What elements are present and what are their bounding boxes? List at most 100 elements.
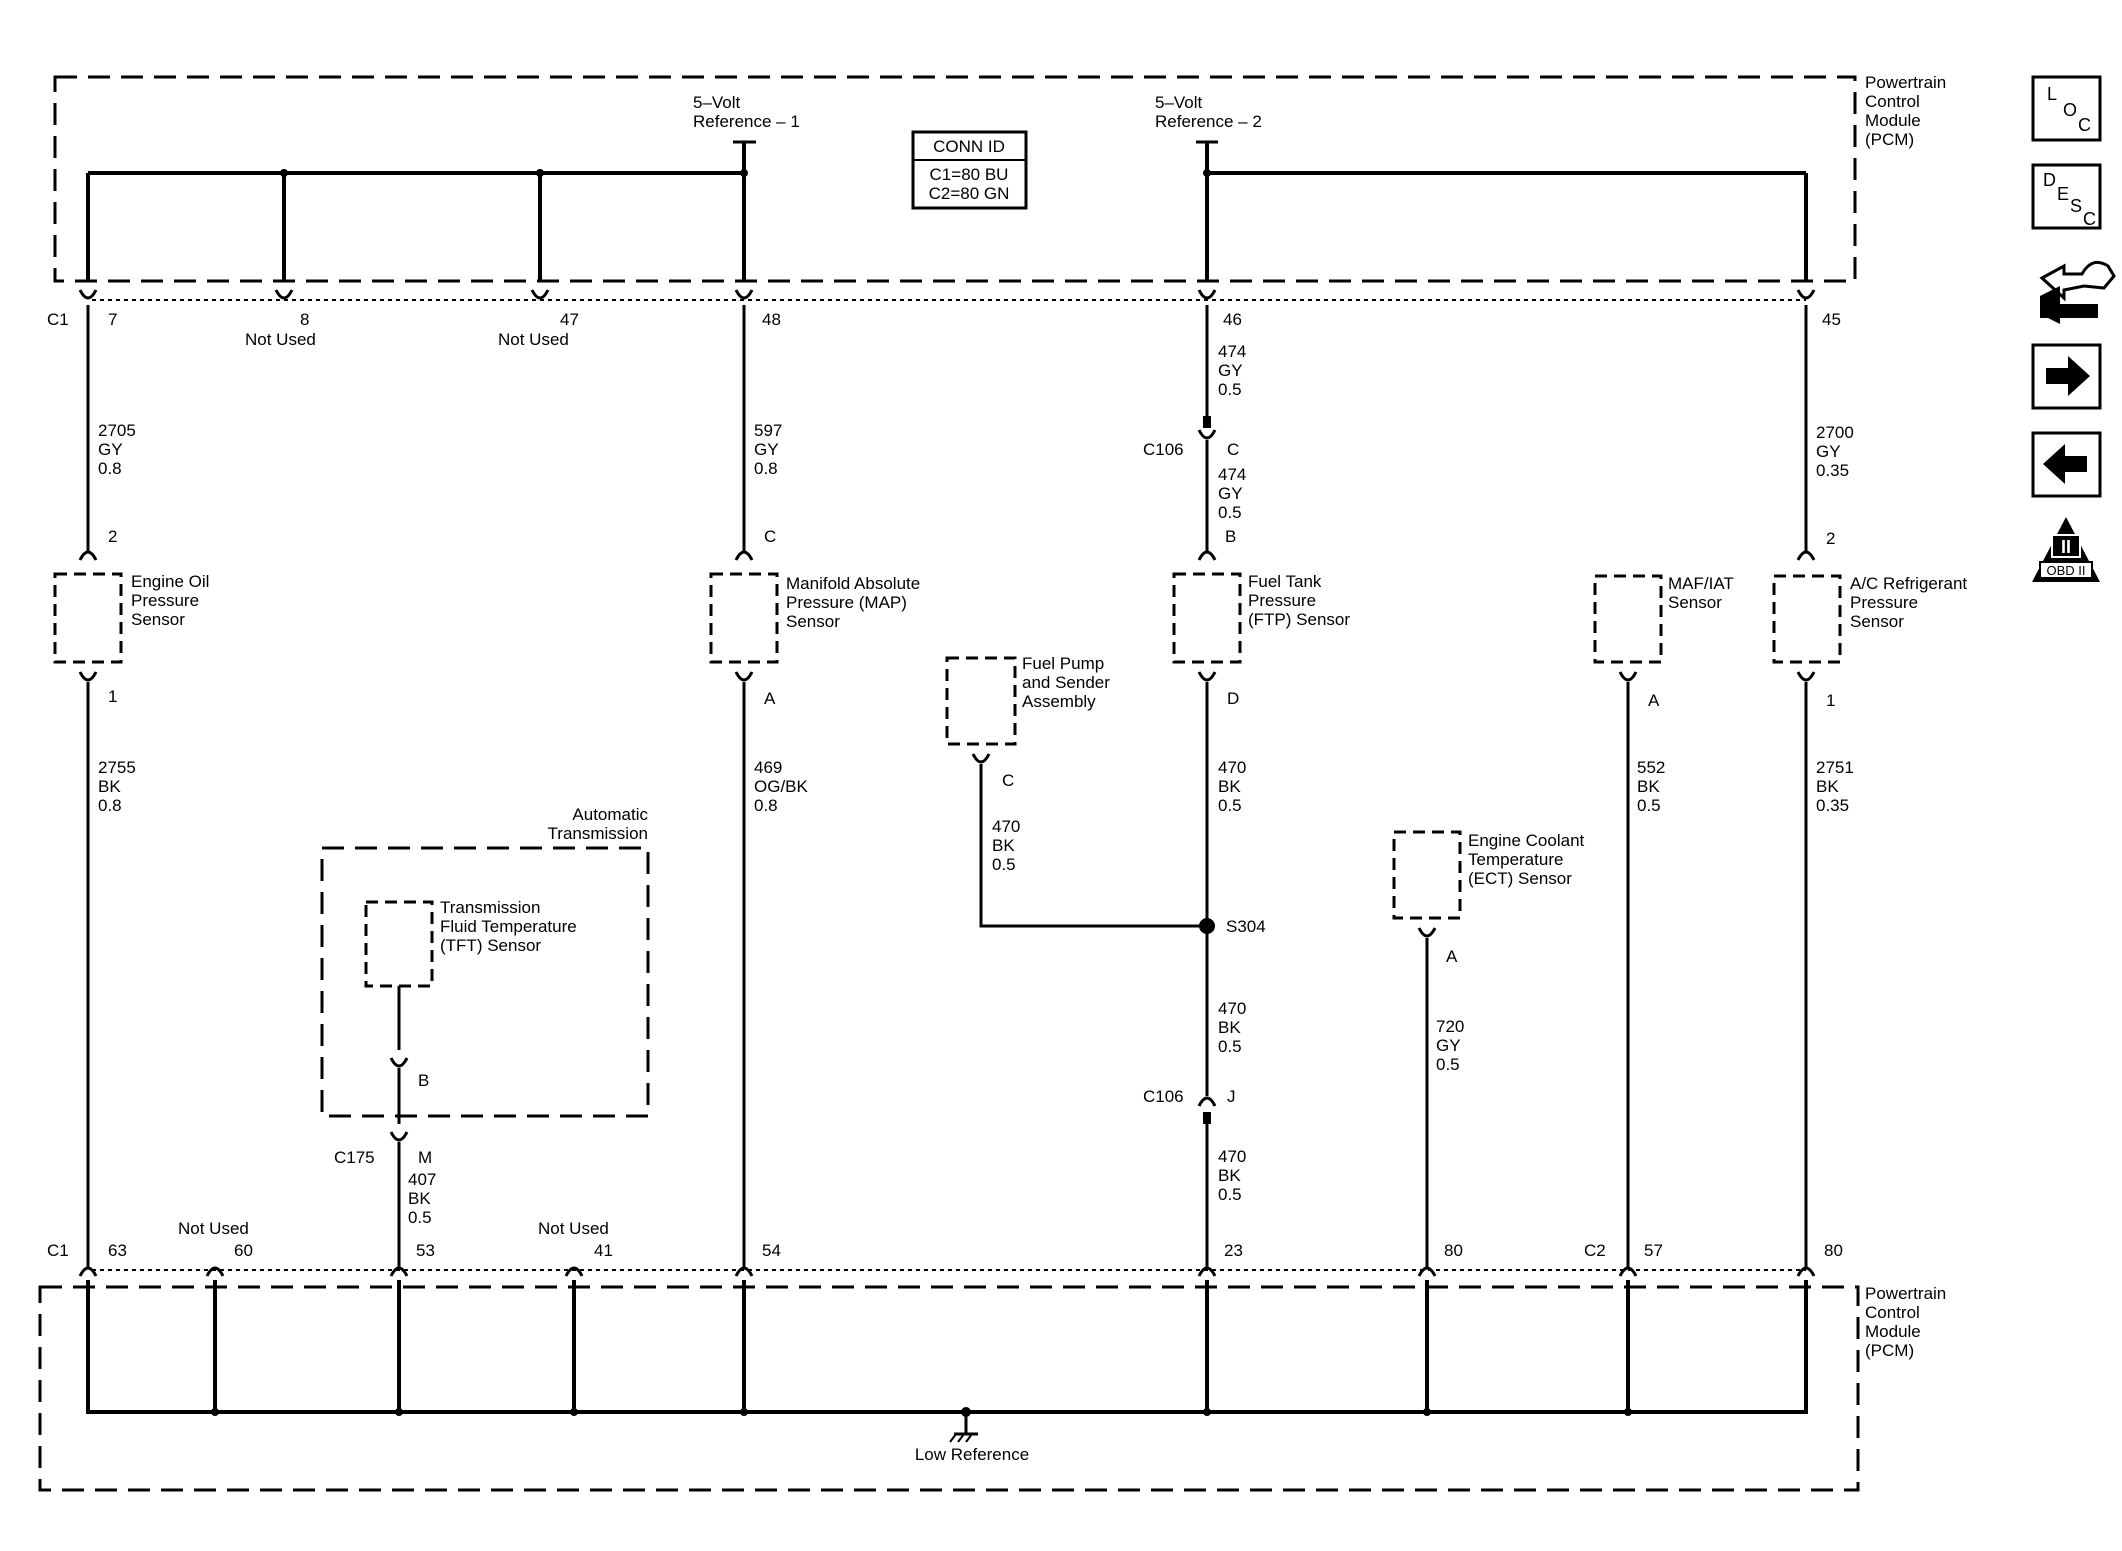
- wire-2705-label: 2705 GY 0.8: [98, 421, 136, 478]
- svg-text:2755: 2755: [98, 758, 136, 777]
- pin-46: 46: [1223, 310, 1242, 329]
- c2-bottom-label: C2: [1584, 1241, 1606, 1260]
- svg-text:BK: BK: [1218, 1166, 1241, 1185]
- svg-text:0.5: 0.5: [1436, 1055, 1460, 1074]
- svg-text:BK: BK: [98, 777, 121, 796]
- svg-text:Module: Module: [1865, 1322, 1921, 1341]
- svg-text:552: 552: [1637, 758, 1665, 777]
- pcm-top-box: [53, 75, 1857, 283]
- svg-text:Temperature: Temperature: [1468, 850, 1563, 869]
- schematic-tool-icon[interactable]: [2039, 260, 2116, 324]
- auto-trans-box: [320, 846, 650, 1118]
- ac-pin-1: 1: [1826, 691, 1835, 710]
- svg-text:BK: BK: [408, 1189, 431, 1208]
- ftp-pin-b: B: [1225, 527, 1236, 546]
- location-icon[interactable]: L O C: [2031, 75, 2102, 142]
- svg-text:470: 470: [1218, 758, 1246, 777]
- conn-id-c1: C1=80 BU: [930, 165, 1009, 184]
- pin-7: 7: [108, 310, 117, 329]
- wire-2751-label: 2751 BK 0.35: [1816, 758, 1854, 815]
- conn-id-title: CONN ID: [933, 137, 1005, 156]
- ect-pin-a: A: [1446, 947, 1458, 966]
- ref1-bus: [86, 142, 746, 281]
- eop-pin-2: 2: [108, 527, 117, 546]
- c106-pin-j: J: [1227, 1087, 1236, 1106]
- pin-23: 23: [1224, 1241, 1243, 1260]
- svg-text:II: II: [2061, 537, 2071, 557]
- svg-text:2751: 2751: [1816, 758, 1854, 777]
- ref1-label: 5–Volt Reference – 1: [693, 93, 800, 131]
- pin-80-c2: 80: [1824, 1241, 1843, 1260]
- c106-upper-label: C106: [1143, 440, 1184, 459]
- svg-text:470: 470: [1218, 999, 1246, 1018]
- svg-text:474: 474: [1218, 342, 1246, 361]
- ground-icon: [949, 1412, 978, 1443]
- svg-text:0.5: 0.5: [1218, 380, 1242, 399]
- svg-text:and Sender: and Sender: [1022, 673, 1110, 692]
- wire-2755-label: 2755 BK 0.8: [98, 758, 136, 815]
- pcm-bottom-label: Powertrain Control Module (PCM): [1865, 1284, 1946, 1360]
- svg-text:GY: GY: [1816, 442, 1841, 461]
- svg-text:BK: BK: [1218, 777, 1241, 796]
- eop-sensor-label: Engine Oil Pressure Sensor: [131, 572, 209, 629]
- svg-text:(FTP) Sensor: (FTP) Sensor: [1248, 610, 1350, 629]
- c1-top-label: C1: [47, 310, 69, 329]
- wire-470-a-label: 470 BK 0.5: [1218, 758, 1246, 815]
- ect-sensor-label: Engine Coolant Temperature (ECT) Sensor: [1468, 831, 1585, 888]
- svg-text:0.8: 0.8: [754, 796, 778, 815]
- pin-80-c1: 80: [1444, 1241, 1463, 1260]
- map-pin-a: A: [764, 689, 776, 708]
- wire-597-label: 597 GY 0.8: [754, 421, 782, 478]
- wire-470-pump-label: 470 BK 0.5: [992, 817, 1020, 874]
- svg-text:GY: GY: [1436, 1036, 1461, 1055]
- description-icon[interactable]: D E S C: [2031, 163, 2102, 230]
- tft-sensor-box: [364, 900, 434, 988]
- svg-text:Manifold Absolute: Manifold Absolute: [786, 574, 920, 593]
- svg-text:Engine Coolant: Engine Coolant: [1468, 831, 1585, 850]
- fuel-pump-box: [945, 656, 1017, 746]
- c175-pin-m: M: [418, 1148, 432, 1167]
- svg-text:O: O: [2063, 100, 2077, 120]
- eop-sensor-box: [53, 572, 123, 664]
- ref2-bus: [1205, 142, 1808, 281]
- svg-text:Sensor: Sensor: [786, 612, 840, 631]
- wire-552-label: 552 BK 0.5: [1637, 758, 1665, 815]
- svg-text:BK: BK: [1218, 1018, 1241, 1037]
- pin-63: 63: [108, 1241, 127, 1260]
- maf-iat-sensor-box: [1593, 574, 1663, 664]
- previous-arrow-icon[interactable]: [2031, 431, 2102, 498]
- wire-720-label: 720 GY 0.5: [1436, 1017, 1464, 1074]
- low-reference-label: Low Reference: [915, 1445, 1029, 1464]
- next-arrow-icon[interactable]: [2031, 343, 2102, 410]
- pin-60: 60: [234, 1241, 253, 1260]
- conn-id-c2: C2=80 GN: [929, 184, 1010, 203]
- svg-text:Engine Oil: Engine Oil: [131, 572, 209, 591]
- obd-ii-icon[interactable]: II OBD II: [2032, 517, 2100, 582]
- svg-text:0.35: 0.35: [1816, 461, 1849, 480]
- svg-text:470: 470: [992, 817, 1020, 836]
- map-sensor-label: Manifold Absolute Pressure (MAP) Sensor: [786, 574, 920, 631]
- svg-text:Pressure: Pressure: [1850, 593, 1918, 612]
- c106-lower-label: C106: [1143, 1087, 1184, 1106]
- svg-text:0.5: 0.5: [1218, 796, 1242, 815]
- svg-text:GY: GY: [1218, 361, 1243, 380]
- svg-text:Powertrain: Powertrain: [1865, 1284, 1946, 1303]
- ftp-sensor-label: Fuel Tank Pressure (FTP) Sensor: [1248, 572, 1350, 629]
- fuel-pump-label: Fuel Pump and Sender Assembly: [1022, 654, 1110, 711]
- svg-text:2705: 2705: [98, 421, 136, 440]
- svg-text:0.5: 0.5: [408, 1208, 432, 1227]
- svg-text:GY: GY: [98, 440, 123, 459]
- wire-2700-label: 2700 GY 0.35: [1816, 423, 1854, 480]
- top-pin-connectors: [78, 289, 1816, 300]
- ac-sensor-box: [1772, 574, 1842, 664]
- svg-text:Fuel Pump: Fuel Pump: [1022, 654, 1104, 673]
- svg-text:0.8: 0.8: [98, 459, 122, 478]
- low-reference-junctions: [211, 1407, 1632, 1417]
- svg-text:Powertrain: Powertrain: [1865, 73, 1946, 92]
- maf-pin-a: A: [1648, 691, 1660, 710]
- eop-pin-1: 1: [108, 687, 117, 706]
- svg-text:BK: BK: [992, 836, 1015, 855]
- svg-text:474: 474: [1218, 465, 1246, 484]
- svg-text:Pressure (MAP): Pressure (MAP): [786, 593, 907, 612]
- not-used-60: Not Used: [178, 1219, 249, 1238]
